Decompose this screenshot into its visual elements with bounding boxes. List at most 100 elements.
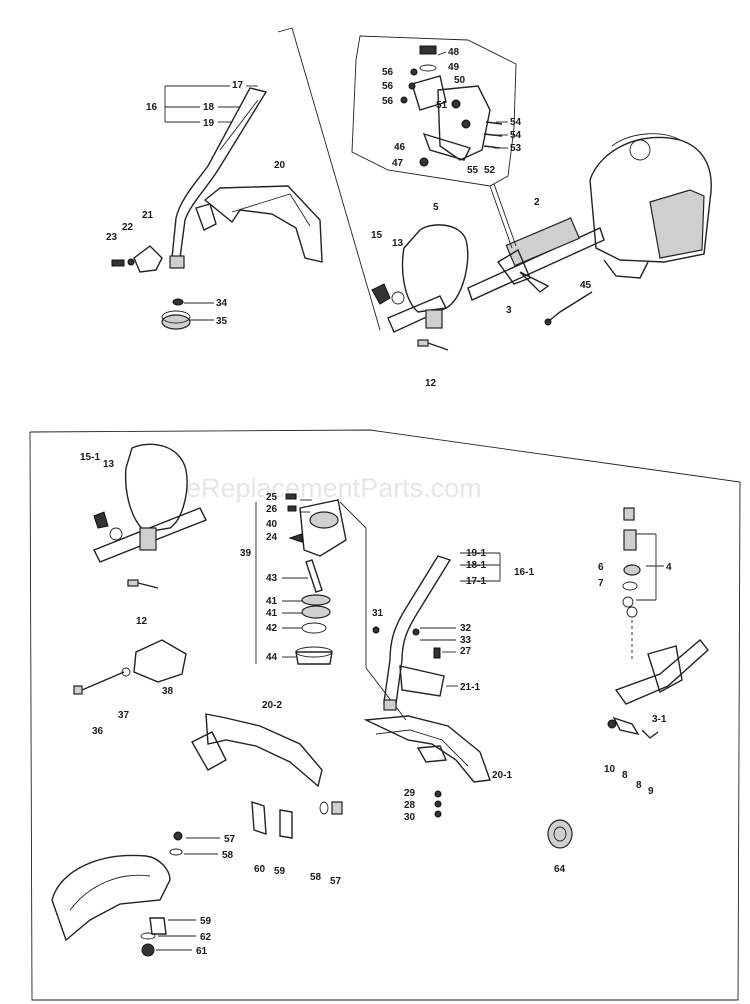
label-44: 44 (266, 652, 278, 663)
blade-guard-bottom (51, 831, 183, 957)
label-59a: 59 (274, 866, 286, 877)
label-17: 17 (232, 80, 244, 91)
label-53: 53 (510, 143, 522, 154)
label-52: 52 (484, 165, 496, 176)
gear-head-39 (285, 493, 407, 721)
label-16: 16 (146, 102, 158, 113)
label-39: 39 (240, 548, 252, 559)
label-62: 62 (200, 932, 212, 943)
lower-shaft-16-1 (372, 555, 452, 711)
label-48: 48 (448, 47, 460, 58)
label-19-1: 19-1 (466, 548, 486, 559)
label-36: 36 (92, 726, 104, 737)
label-18-1: 18-1 (466, 560, 486, 571)
label-57a: 57 (224, 834, 236, 845)
label-43: 43 (266, 573, 278, 584)
part-35 (161, 310, 191, 330)
label-30: 30 (404, 812, 416, 823)
loop-handle-5 (387, 224, 469, 333)
label-32: 32 (460, 623, 472, 634)
label-25: 25 (266, 492, 278, 503)
label-5: 5 (433, 202, 439, 213)
label-31: 31 (372, 608, 384, 619)
label-4: 4 (666, 562, 672, 573)
label-27: 27 (460, 646, 472, 657)
label-21: 21 (142, 210, 154, 221)
label-7: 7 (598, 578, 604, 589)
label-12b: 12 (136, 616, 148, 627)
bolt-12 (417, 339, 449, 351)
label-41a: 41 (266, 596, 278, 607)
label-20-1: 20-1 (492, 770, 512, 781)
label-16-1: 16-1 (514, 567, 534, 578)
label-35: 35 (216, 316, 228, 327)
label-57b: 57 (330, 876, 342, 887)
part-64 (547, 819, 573, 849)
label-6: 6 (598, 562, 604, 573)
label-8a: 8 (622, 770, 628, 781)
throttle-3-1 (607, 507, 709, 739)
label-61: 61 (196, 946, 208, 957)
plates-60-59 (251, 801, 343, 839)
label-51: 51 (436, 100, 448, 111)
clamp-21 (111, 245, 163, 273)
label-56b: 56 (382, 81, 394, 92)
callout-labels: 17 16 18 19 20 21 22 23 34 35 5 2 15 13 … (80, 47, 672, 957)
label-58b: 58 (310, 872, 322, 883)
throttle-inset (351, 35, 517, 249)
guard-20-1 (363, 715, 491, 818)
label-58a: 58 (222, 850, 234, 861)
label-59b: 59 (200, 916, 212, 927)
part-15-13 (371, 283, 405, 305)
label-26: 26 (266, 504, 278, 515)
label-49: 49 (448, 62, 460, 73)
label-54b: 54 (510, 130, 522, 141)
label-38: 38 (162, 686, 174, 697)
label-2: 2 (534, 197, 540, 208)
label-8b: 8 (636, 780, 642, 791)
label-46: 46 (394, 142, 406, 153)
label-12: 12 (425, 378, 437, 389)
label-23: 23 (106, 232, 118, 243)
label-42: 42 (266, 623, 278, 634)
label-9: 9 (648, 786, 654, 797)
label-3: 3 (506, 305, 512, 316)
label-22: 22 (122, 222, 134, 233)
bottom-frame (29, 429, 741, 1001)
label-55: 55 (467, 165, 479, 176)
guard-20-2 (191, 713, 323, 788)
label-40: 40 (266, 519, 278, 530)
label-20: 20 (274, 160, 286, 171)
upper-shaft-assembly (169, 87, 268, 269)
label-33: 33 (460, 635, 472, 646)
label-50: 50 (454, 75, 466, 86)
label-34: 34 (216, 298, 228, 309)
label-60: 60 (254, 864, 266, 875)
label-13b: 13 (103, 459, 115, 470)
engine (589, 133, 712, 279)
cable-45 (544, 291, 593, 326)
leader-lines (156, 51, 664, 951)
label-29: 29 (404, 788, 416, 799)
main-shaft (467, 217, 605, 301)
label-10: 10 (604, 764, 616, 775)
top-callout-frame (277, 27, 381, 331)
label-56a: 56 (382, 67, 394, 78)
label-3-1: 3-1 (652, 714, 667, 725)
label-15: 15 (371, 230, 383, 241)
label-15-1: 15-1 (80, 452, 100, 463)
label-37: 37 (118, 710, 130, 721)
label-21-1: 21-1 (460, 682, 480, 693)
label-19: 19 (203, 118, 215, 129)
label-13: 13 (392, 238, 404, 249)
label-20-2: 20-2 (262, 700, 282, 711)
label-17-1: 17-1 (466, 576, 486, 587)
bracket-38 (73, 639, 187, 695)
label-18: 18 (203, 102, 215, 113)
label-24: 24 (266, 532, 278, 543)
label-54a: 54 (510, 117, 522, 128)
label-47: 47 (392, 158, 404, 169)
part-34 (172, 298, 184, 306)
